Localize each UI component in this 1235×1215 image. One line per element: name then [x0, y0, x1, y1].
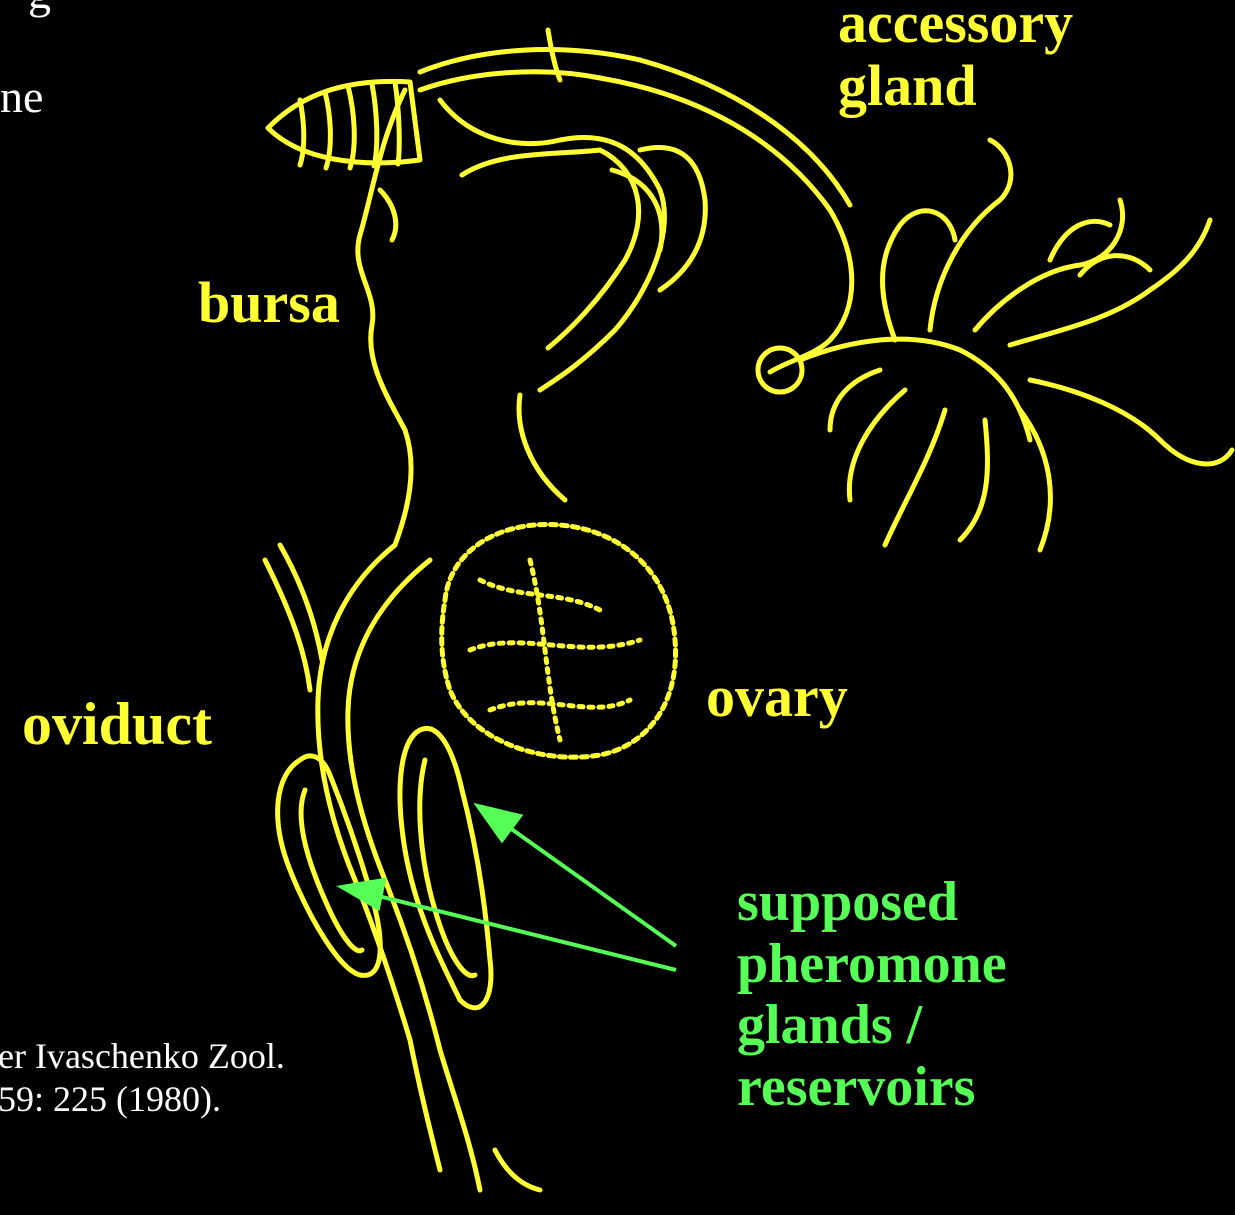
label-accessory-line2: gland: [838, 55, 1073, 118]
label-pheromone-line2: pheromone: [737, 934, 1007, 996]
label-pheromone-line4: reservoirs: [737, 1057, 1007, 1119]
label-bursa: bursa: [198, 272, 340, 335]
label-pheromone-glands: supposed pheromone glands / reservoirs: [737, 872, 1007, 1118]
label-pheromone-line3: glands /: [737, 995, 1007, 1057]
citation: er Ivaschenko Zool. 59: 225 (1980).: [0, 1035, 285, 1121]
label-oviduct: oviduct: [22, 692, 212, 757]
label-pheromone-line1: supposed: [737, 872, 1007, 934]
arrowhead-right-gland: [478, 806, 520, 840]
citation-line2: 59: 225 (1980).: [0, 1078, 285, 1121]
accessory-gland: [600, 60, 1232, 550]
annotation-arrows: [342, 806, 676, 970]
citation-line1: er Ivaschenko Zool.: [0, 1035, 285, 1078]
arrow-to-right-gland: [496, 818, 676, 946]
label-accessory-line1: accessory: [838, 0, 1073, 55]
label-accessory-gland: accessory gland: [838, 0, 1073, 117]
ovary-mass: [442, 524, 676, 757]
partial-text-top: g: [28, 0, 71, 18]
label-ovary: ovary: [706, 666, 848, 729]
partial-text-left: g ne: [16, 92, 59, 191]
arrow-to-left-gland: [362, 892, 676, 970]
ovipositor-tip: [268, 30, 640, 168]
bursa-sac: [358, 90, 706, 545]
partial-text-mid: ne: [0, 72, 43, 122]
